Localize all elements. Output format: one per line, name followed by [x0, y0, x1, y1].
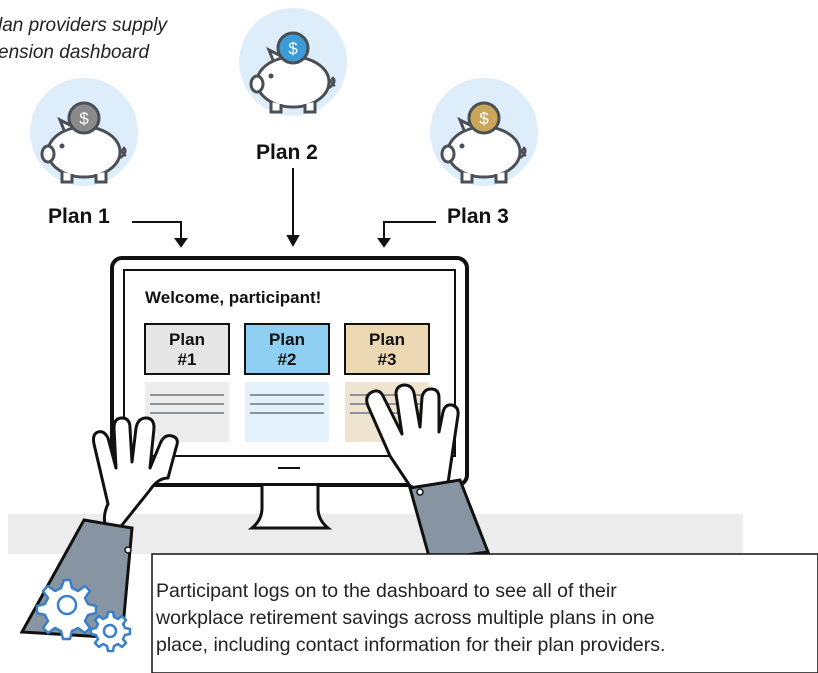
caption: lan providers supply ension dashboard — [0, 12, 167, 66]
plan-2-label: Plan 2 — [256, 141, 318, 164]
welcome-heading: Welcome, participant! — [145, 288, 322, 307]
card-1-title: Plan #1 — [145, 330, 229, 370]
gears-icon — [35, 578, 132, 653]
piggy-bank-plan-2: $ — [239, 8, 347, 116]
screen-card-1 — [144, 323, 230, 442]
piggy-bank-plan-3: $ — [430, 78, 538, 186]
piggy-bank-plan-1: $ — [30, 78, 138, 186]
card-1-line-2: #1 — [177, 350, 197, 369]
arrow-plan-3 — [377, 221, 436, 248]
caption-line-1: lan providers supply — [0, 15, 167, 36]
coin-icon — [467, 101, 501, 135]
coin-icon — [67, 101, 101, 135]
info-line-2: workplace retirement savings across mult… — [156, 607, 655, 629]
card-2-line-2: #2 — [277, 350, 297, 369]
card-3-line-1: Plan — [369, 330, 405, 349]
card-3-title: Plan #3 — [345, 330, 429, 370]
info-text: Participant logs on to the dashboard to … — [156, 578, 796, 659]
caption-line-2: ension dashboard — [0, 42, 150, 63]
card-2-line-1: Plan — [269, 330, 305, 349]
svg-text:$: $ — [479, 109, 489, 128]
right-hand — [365, 383, 491, 562]
arrow-plan-2 — [286, 168, 300, 248]
plan-1-label: Plan 1 — [48, 205, 110, 228]
info-line-3: place, including contact information for… — [156, 634, 666, 656]
card-3-line-2: #3 — [377, 350, 397, 369]
card-2-title: Plan #2 — [245, 330, 329, 370]
info-line-1: Participant logs on to the dashboard to … — [156, 580, 617, 602]
svg-text:$: $ — [79, 109, 89, 128]
info-box — [151, 553, 818, 673]
screen-card-2 — [244, 323, 330, 442]
coin-icon — [276, 31, 310, 65]
plan-3-label: Plan 3 — [447, 205, 509, 228]
arrow-plan-1 — [132, 221, 188, 248]
monitor-stand — [247, 486, 333, 530]
card-1-line-1: Plan — [169, 330, 205, 349]
svg-text:$: $ — [288, 39, 298, 58]
